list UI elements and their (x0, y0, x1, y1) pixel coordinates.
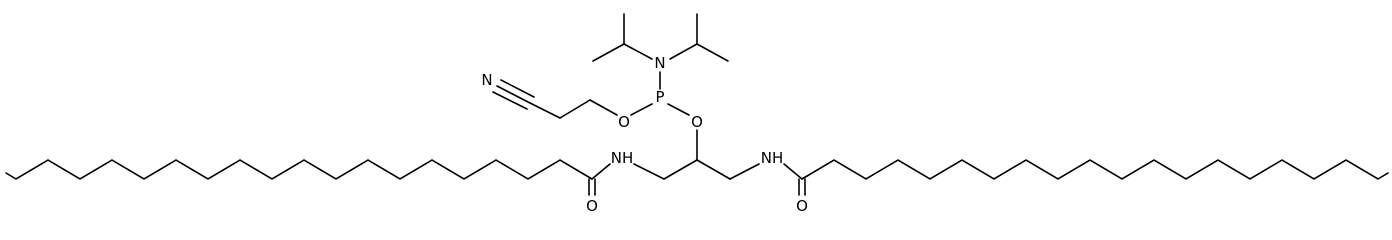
glycerol-backbone (633, 103, 760, 180)
left-stearoyl-amide (5, 159, 611, 196)
left-carbonyl-oxygen-label: O (586, 197, 598, 215)
cyanoethyl-oxygen-label: O (618, 113, 630, 131)
amine-nitrogen-label: N (654, 54, 665, 72)
diisopropylamino-group (592, 13, 729, 90)
phosphorus-label: P (655, 88, 664, 106)
glycerol-oxygen-label: O (691, 113, 703, 131)
nitrile-nitrogen-label: N (481, 71, 492, 89)
right-carbonyl-oxygen-label: O (796, 197, 808, 215)
atom-labels: N P O O N NH NH O O (481, 54, 808, 215)
right-stearoyl-amide (783, 159, 1389, 196)
left-amide-nh-label: NH (611, 149, 634, 167)
chemical-structure: N P O O N NH NH O O (5, 13, 1389, 215)
cyanoethyl-group (492, 79, 653, 119)
right-amide-nh-label: NH (761, 149, 784, 167)
